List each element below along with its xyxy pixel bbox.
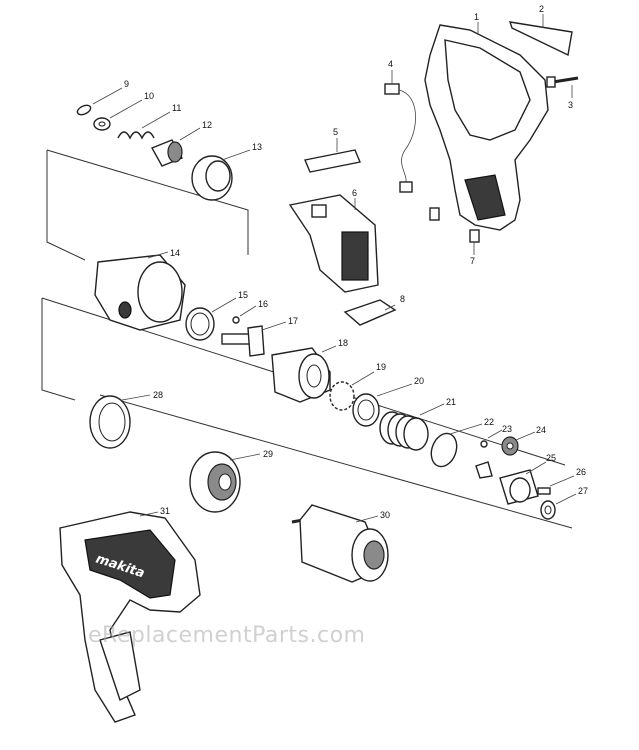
callout-16[interactable]: 16 <box>258 299 268 309</box>
part-17-anvil[interactable] <box>221 321 287 357</box>
part-24-needle-bearing[interactable] <box>501 431 536 456</box>
part-31-housing-set[interactable] <box>59 511 201 723</box>
part-27-washer[interactable] <box>540 493 577 520</box>
part-3-screw[interactable] <box>546 76 579 98</box>
part-5-lever[interactable] <box>304 138 361 173</box>
callout-27[interactable]: 27 <box>578 486 588 496</box>
part-18-hammer[interactable] <box>271 345 337 403</box>
part-7-clip[interactable] <box>429 207 480 255</box>
part-23-steel-ball[interactable] <box>475 429 503 479</box>
callout-7[interactable]: 7 <box>470 256 475 266</box>
part-25-spindle[interactable] <box>499 461 547 505</box>
part-4-lead-wire[interactable] <box>384 70 416 193</box>
callout-14[interactable]: 14 <box>170 248 180 258</box>
callout-21[interactable]: 21 <box>446 397 456 407</box>
callout-17[interactable]: 17 <box>288 316 298 326</box>
part-14-hammer-case[interactable] <box>94 251 186 331</box>
callout-2[interactable]: 2 <box>539 4 544 14</box>
part-28-ring[interactable] <box>89 394 151 449</box>
part-30-dc-motor[interactable] <box>291 504 389 583</box>
part-22-o-ring[interactable] <box>427 423 483 470</box>
callout-20[interactable]: 20 <box>414 376 424 386</box>
callout-3[interactable]: 3 <box>568 100 573 110</box>
part-21-compression-spring[interactable] <box>379 403 445 451</box>
callout-31[interactable]: 31 <box>160 506 170 516</box>
callout-4[interactable]: 4 <box>388 59 393 69</box>
callout-1[interactable]: 1 <box>474 12 479 22</box>
watermark-text: eReplacementParts.com <box>88 623 366 648</box>
part-12-sleeve[interactable] <box>151 127 201 167</box>
callout-25[interactable]: 25 <box>546 453 556 463</box>
callout-28[interactable]: 28 <box>153 390 163 400</box>
part-15-o-ring[interactable] <box>185 297 237 341</box>
callout-11[interactable]: 11 <box>172 103 181 113</box>
callout-13[interactable]: 13 <box>252 142 262 152</box>
callout-24[interactable]: 24 <box>536 425 546 435</box>
callout-numbers: 1 2 3 4 5 6 7 8 9 10 11 12 13 14 15 16 1… <box>124 4 588 520</box>
callout-12[interactable]: 12 <box>202 120 212 130</box>
part-6-switch[interactable] <box>288 194 379 293</box>
part-16-steel-ball[interactable] <box>232 305 257 324</box>
part-2-nameplate[interactable] <box>508 14 573 57</box>
callout-26[interactable]: 26 <box>576 467 586 477</box>
part-13-cap[interactable] <box>191 149 251 201</box>
part-9-retaining-ring[interactable] <box>76 87 123 117</box>
callout-30[interactable]: 30 <box>380 510 390 520</box>
part-8-switch-plate[interactable] <box>343 299 397 326</box>
callout-23[interactable]: 23 <box>502 424 512 434</box>
part-10-washer[interactable] <box>93 99 143 131</box>
part-1-housing[interactable] <box>424 22 549 231</box>
callout-18[interactable]: 18 <box>338 338 348 348</box>
callout-6[interactable]: 6 <box>352 188 357 198</box>
part-19-washer[interactable] <box>329 371 375 411</box>
part-20-washer[interactable] <box>352 383 413 427</box>
callout-15[interactable]: 15 <box>238 290 248 300</box>
part-29-gear-assembly[interactable] <box>189 451 261 513</box>
callout-9[interactable]: 9 <box>124 79 129 89</box>
callout-5[interactable]: 5 <box>333 127 338 137</box>
part-11-spring[interactable] <box>117 111 171 140</box>
callout-8[interactable]: 8 <box>400 294 405 304</box>
callout-19[interactable]: 19 <box>376 362 386 372</box>
callout-22[interactable]: 22 <box>484 417 494 427</box>
callout-10[interactable]: 10 <box>144 91 154 101</box>
part-26-pin[interactable] <box>537 475 575 495</box>
callout-29[interactable]: 29 <box>263 449 273 459</box>
